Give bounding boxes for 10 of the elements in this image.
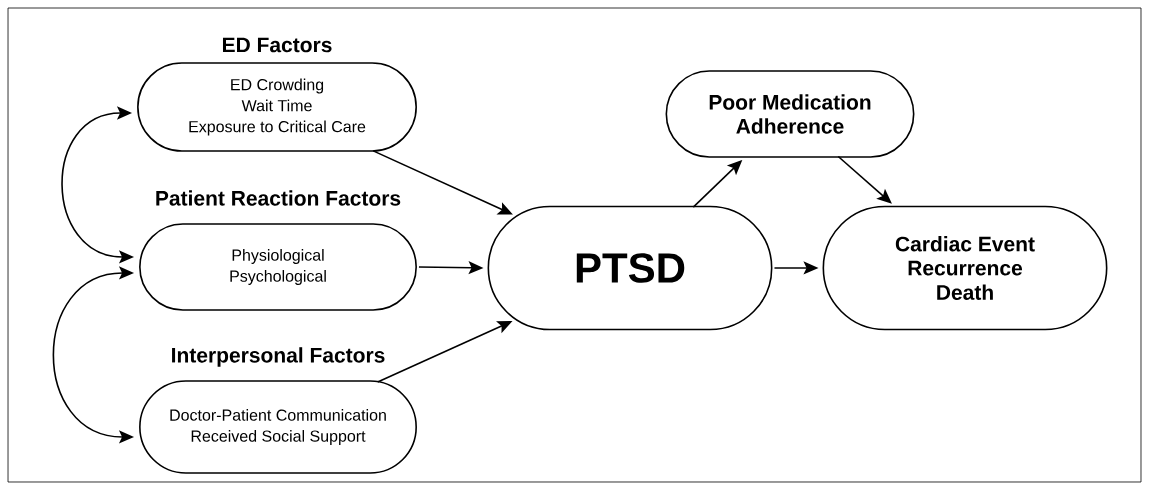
outcome-box: Poor Medication Adherence xyxy=(665,70,915,158)
factor-box: Physiological Psychological xyxy=(139,223,417,311)
factor-box: ED Crowding Wait Time Exposure to Critical Care xyxy=(137,62,417,152)
heading: ED Factors xyxy=(223,37,332,53)
factor-box: Doctor-Patient Communication Received Social Support xyxy=(139,380,417,474)
arrow xyxy=(837,155,892,204)
heading: Interpersonal Factors xyxy=(172,347,385,367)
heading: Patient Reaction Factors xyxy=(156,190,401,206)
outcome-box: Cardiac Event Recurrence Death xyxy=(822,205,1108,331)
process-box: PTSD xyxy=(487,205,773,331)
